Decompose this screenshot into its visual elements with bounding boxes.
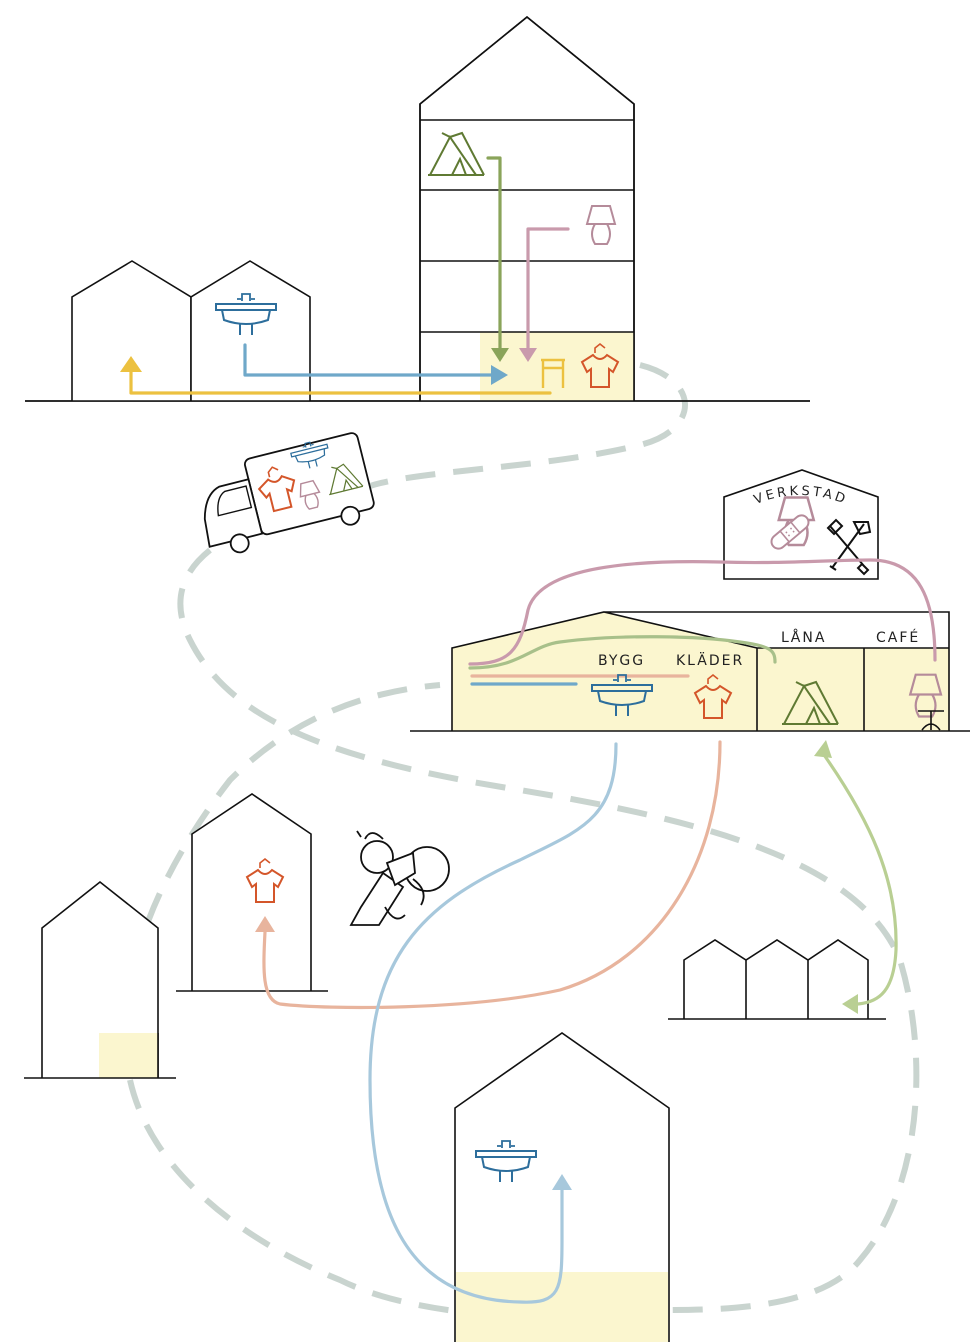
cafe-label: CAFÉ bbox=[876, 629, 920, 646]
top-neighborhood bbox=[25, 17, 810, 401]
arrow-head bbox=[814, 740, 832, 758]
klader-label: KLÄDER bbox=[676, 651, 744, 669]
ground-floor-reuse-hub bbox=[480, 332, 634, 401]
reuse-center: BYGG KLÄDER LÅNA CAFÉ bbox=[410, 612, 970, 731]
lower-neighborhood bbox=[24, 794, 886, 1342]
bygg-label: BYGG bbox=[598, 653, 645, 669]
van-icon bbox=[191, 431, 378, 560]
lana-label: LÅNA bbox=[781, 629, 826, 646]
